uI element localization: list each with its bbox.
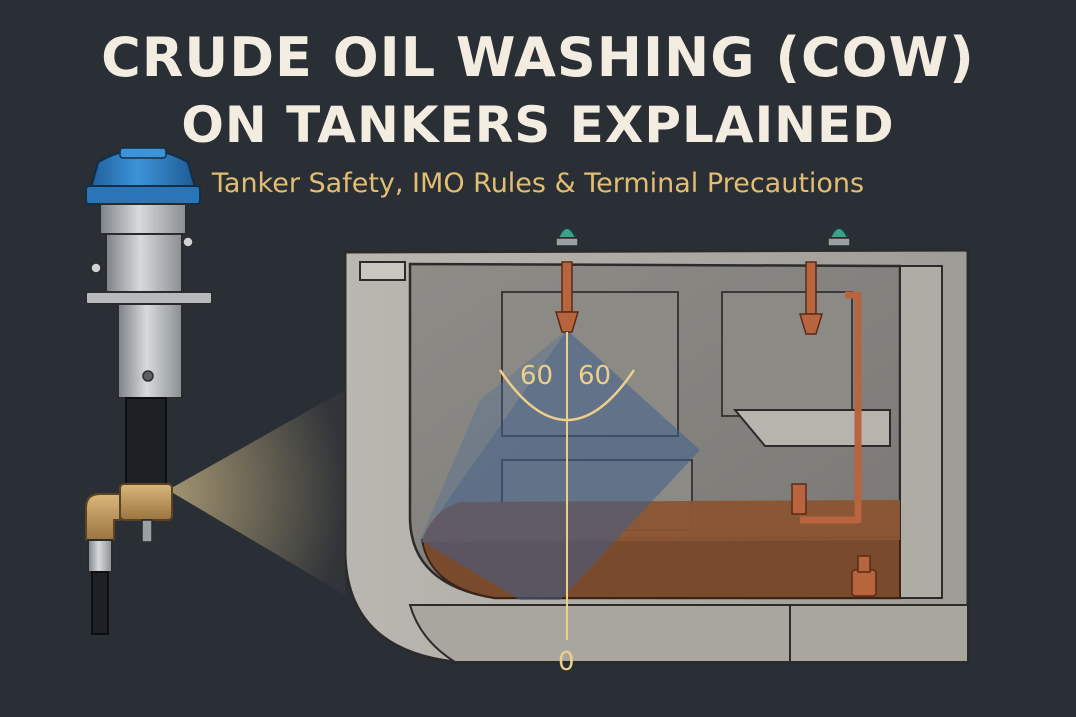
pump-icon — [791, 483, 877, 597]
spray-cone-left — [420, 330, 567, 600]
deck-light-icon — [827, 227, 851, 247]
cow-machine-icon — [85, 147, 345, 635]
nozzle-icon — [798, 261, 824, 335]
angle-arc — [498, 369, 636, 422]
deck-light-icon — [555, 227, 579, 247]
spray-cone-right — [520, 330, 700, 600]
drop-pipe — [800, 291, 862, 524]
angle-right-label: 60 — [578, 361, 611, 391]
subtitle: Tanker Safety, IMO Rules & Terminal Prec… — [211, 168, 865, 199]
nozzle-icon — [554, 261, 580, 333]
title-line-1: CRUDE OIL WASHING (COW) — [101, 26, 975, 89]
title-line-2: ON TANKERS EXPLAINED — [181, 96, 895, 154]
machine-spray — [168, 390, 345, 595]
angle-left-label: 60 — [520, 361, 553, 391]
angle-base-label: 0 — [558, 647, 575, 677]
